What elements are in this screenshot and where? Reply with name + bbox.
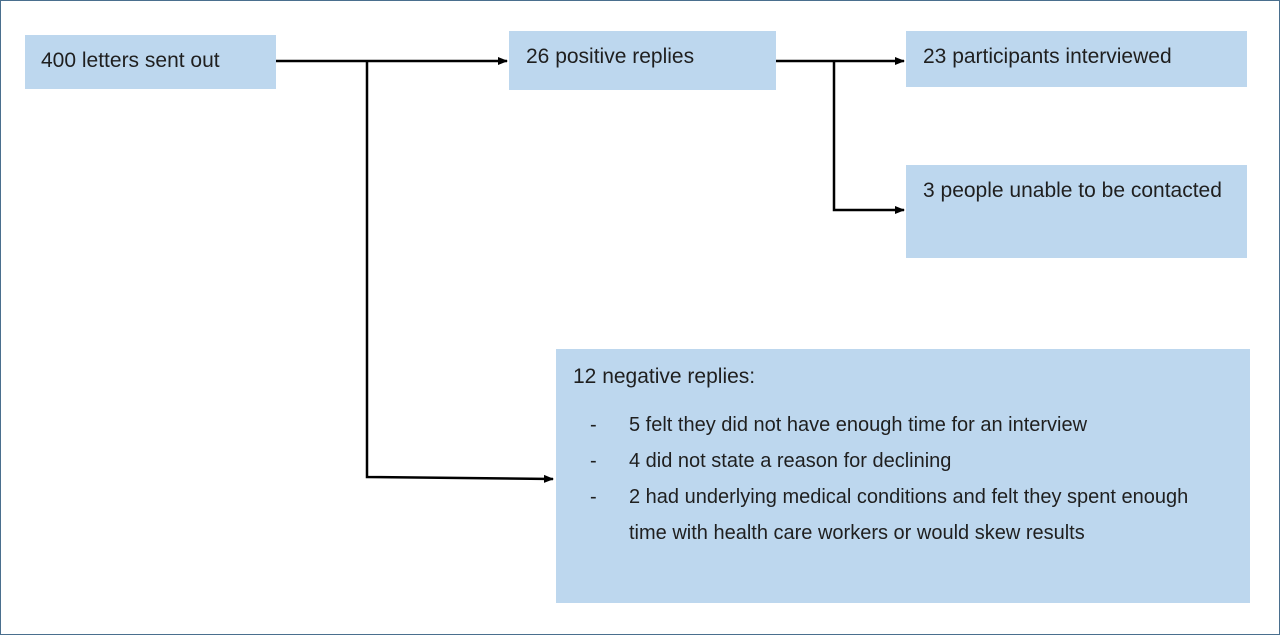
unable-contacted-box: 3 people unable to be contacted — [906, 165, 1247, 258]
negative-reason-text: 4 did not state a reason for declining — [629, 450, 952, 472]
arrow-letters-to-negative — [365, 61, 554, 483]
negative-reason-item: - 4 did not state a reason for declining — [573, 443, 1230, 479]
arrow-positive-to-uncontacted — [832, 61, 905, 214]
negative-reason-text: 2 had underlying medical conditions and … — [629, 486, 1189, 544]
negative-reason-item: - 5 felt they did not have enough time f… — [573, 407, 1230, 443]
participants-interviewed-label: 23 participants interviewed — [923, 45, 1172, 68]
unable-contacted-label: 3 people unable to be contacted — [923, 179, 1222, 202]
positive-replies-label: 26 positive replies — [526, 45, 695, 68]
letters-sent-label: 400 letters sent out — [41, 49, 220, 72]
list-bullet: - — [590, 414, 597, 436]
list-bullet: - — [590, 450, 597, 472]
negative-replies-box: 12 negative replies: - 5 felt they did n… — [556, 349, 1250, 603]
list-bullet: - — [590, 486, 597, 508]
positive-replies-box: 26 positive replies — [509, 31, 776, 90]
negative-reason-text: 5 felt they did not have enough time for… — [629, 414, 1088, 436]
participants-interviewed-box: 23 participants interviewed — [906, 31, 1247, 87]
negative-reason-item: - 2 had underlying medical conditions an… — [573, 479, 1230, 551]
letters-sent-box: 400 letters sent out — [25, 35, 276, 89]
negative-reasons-list: - 5 felt they did not have enough time f… — [573, 407, 1230, 551]
negative-replies-title: 12 negative replies: — [573, 365, 756, 388]
